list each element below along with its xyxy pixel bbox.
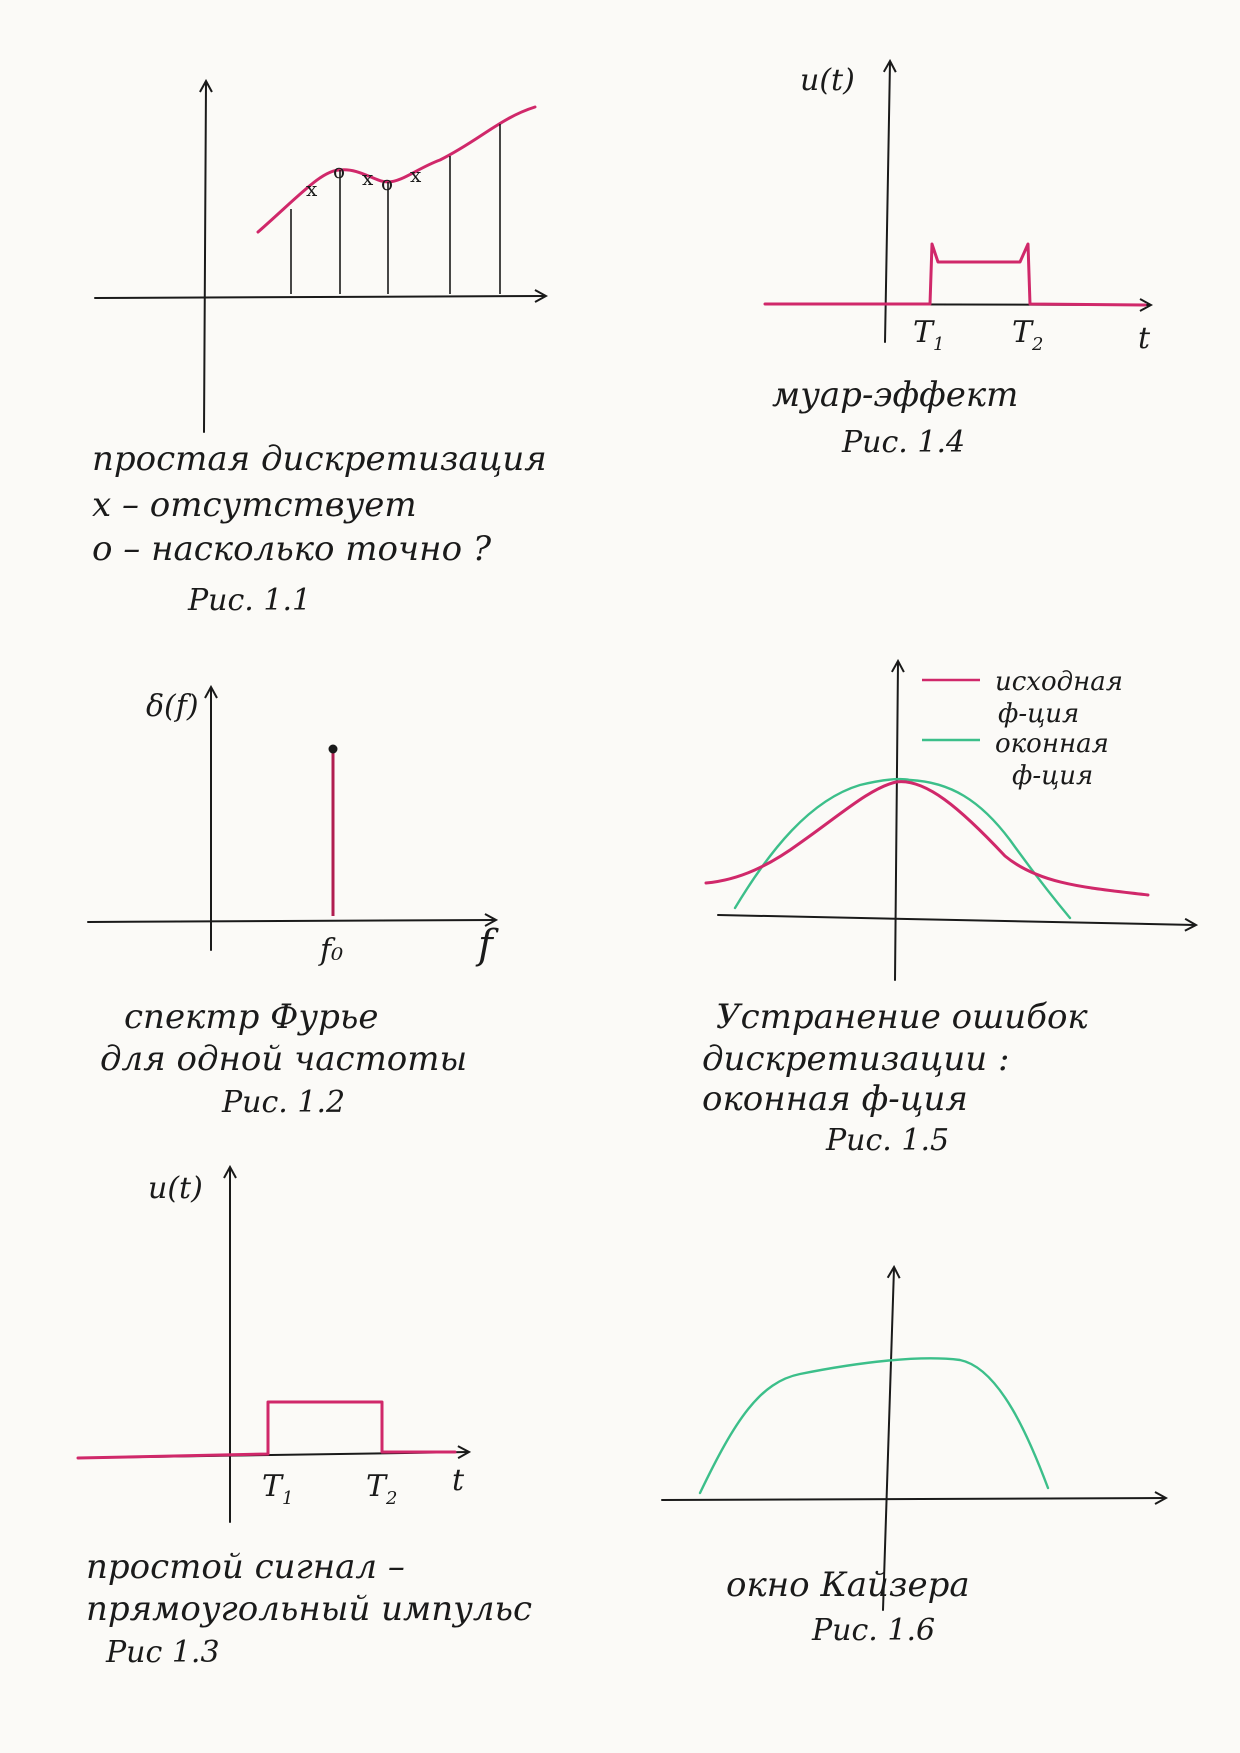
fig6-caption: окно Кайзера xyxy=(726,1565,970,1605)
fig3-caption-line1: простой сигнал – xyxy=(86,1547,405,1587)
fig4-pulse xyxy=(763,242,1147,307)
fig1-y-axis xyxy=(204,82,206,433)
fig1-x-axis xyxy=(94,296,545,298)
fig6-number: Рис. 1.6 xyxy=(811,1613,935,1648)
fig5-legend-original-line2: ф-ция xyxy=(998,699,1079,729)
fig1-marker-o: o xyxy=(381,171,393,195)
fig1-marker-o: o xyxy=(333,159,345,183)
fig1-caption-line3: o – насколько точно ? xyxy=(92,529,492,569)
fig1-number: Рис. 1.1 xyxy=(187,583,311,618)
fig1-caption-line2: x – отсутствует xyxy=(92,485,417,525)
fig1-marker-x: x xyxy=(362,166,374,190)
fig3-rect-pulse xyxy=(76,1400,457,1460)
fig2-y-label: δ(f) xyxy=(146,689,199,724)
fig1-sample-lines xyxy=(290,124,501,294)
fig3-x-label: t xyxy=(452,1463,465,1498)
fig2-x-label: f xyxy=(475,922,499,968)
fig5-window-function-curve xyxy=(733,777,1072,920)
fig4-y-axis xyxy=(885,62,890,343)
figure-1-1: x o x o x простая дискретизация x – отсу… xyxy=(92,82,547,618)
figure-1-6: окно Кайзера Рис. 1.6 xyxy=(661,1268,1165,1648)
fig5-original-function-curve xyxy=(704,780,1150,897)
fig1-caption-line1: простая дискретизация xyxy=(92,439,547,479)
fig1-marker-x: x xyxy=(306,177,318,201)
fig5-caption-line3: оконная ф-ция xyxy=(702,1079,968,1119)
fig6-x-axis xyxy=(661,1498,1165,1500)
fig5-x-axis xyxy=(717,914,1195,925)
fig4-t2-label: T2 xyxy=(1012,315,1043,355)
figure-1-5: исходная ф-ция оконная ф-ция Устранение … xyxy=(702,662,1195,1158)
fig6-kaiser-window-curve xyxy=(698,1357,1050,1495)
fig6-y-axis xyxy=(882,1268,894,1611)
fig1-markers: x o x o x xyxy=(306,159,422,201)
fig4-t1-label: T1 xyxy=(913,315,944,355)
fig4-y-label: u(t) xyxy=(800,63,855,98)
fig3-number: Рис 1.3 xyxy=(105,1635,220,1670)
fig5-legend-window-line2: ф-ция xyxy=(1012,761,1093,791)
fig3-y-label: u(t) xyxy=(148,1171,203,1206)
fig4-x-label: t xyxy=(1138,321,1151,356)
fig5-legend-window-line1: оконная xyxy=(995,729,1109,759)
fig3-t1-label: T1 xyxy=(262,1469,293,1509)
fig4-caption: муар-эффект xyxy=(772,375,1018,415)
fig5-y-axis xyxy=(895,662,898,981)
fig1-marker-x: x xyxy=(410,163,422,187)
fig5-caption-line1: Устранение ошибок xyxy=(716,997,1088,1037)
fig3-caption-line2: прямоугольный импульс xyxy=(86,1589,532,1629)
fig2-caption-line2: для одной частоты xyxy=(100,1039,467,1079)
fig4-number: Рис. 1.4 xyxy=(841,425,965,460)
fig1-signal-curve xyxy=(256,105,537,234)
fig3-t2-label: T2 xyxy=(366,1469,397,1509)
fig5-caption-line2: дискретизации : xyxy=(702,1039,1009,1079)
fig2-tick-label: f₀ xyxy=(318,933,343,968)
fig5-number: Рис. 1.5 xyxy=(825,1123,949,1158)
figure-1-4: u(t) t T1 T2 муар-эффект Рис. 1.4 xyxy=(763,62,1151,460)
fig2-x-axis xyxy=(87,920,495,922)
fig2-caption-line1: спектр Фурье xyxy=(124,997,379,1037)
fig2-number: Рис. 1.2 xyxy=(221,1085,345,1120)
fig5-legend-original-line1: исходная xyxy=(995,667,1123,697)
figure-1-3: u(t) t T1 T2 простой сигнал – прямоуголь… xyxy=(76,1168,532,1670)
fig2-spike-dot xyxy=(328,744,338,754)
figure-1-2: δ(f) f f₀ спектр Фурье для одной частоты… xyxy=(87,688,499,1120)
